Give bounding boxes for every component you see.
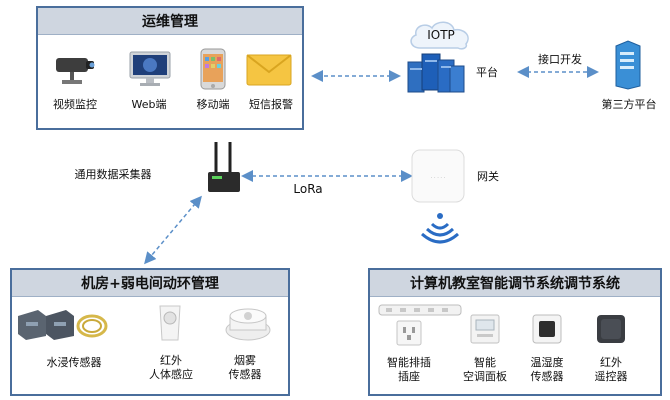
ops-item-web: Web端 <box>131 98 167 111</box>
ops-item-video: 视频监控 <box>53 98 97 111</box>
arrow-collector-machineroom <box>144 195 202 265</box>
classroom-item-ac: 智能 空调面板 <box>463 356 507 383</box>
ops-item-sms: 短信报警 <box>249 98 293 111</box>
humidity-sensor-icon <box>532 314 562 344</box>
machine-room-panel: 机房+弱电间动环管理 水浸传感器 红外 人体感应 烟雾 传感器 <box>10 268 290 396</box>
svg-text:· · · · ·: · · · · · <box>431 175 446 181</box>
machine-room-title: 机房+弱电间动环管理 <box>12 270 288 297</box>
classroom-title: 计算机教室智能调节系统调节系统 <box>370 270 660 297</box>
ops-management-panel: 运维管理 视频监控 Web端 移动端 短信报警 <box>36 6 304 130</box>
classroom-panel: 计算机教室智能调节系统调节系统 智能排插 插座 智能 空调面板 温湿度 传感器 … <box>368 268 662 396</box>
classroom-item-strip: 智能排插 插座 <box>387 356 431 383</box>
data-collector-icon <box>208 142 240 192</box>
ir-remote-icon <box>597 315 625 343</box>
machine-item-infrared: 红外 人体感应 <box>149 354 193 381</box>
collector-label: 通用数据采集器 <box>74 168 152 181</box>
cloud-icon <box>410 21 469 50</box>
wifi-signal-icon <box>421 213 459 244</box>
ops-management-title: 运维管理 <box>38 8 302 35</box>
interface-dev-label: 接口开发 <box>538 53 582 66</box>
platform-label: 平台 <box>476 66 498 79</box>
socket-icon <box>396 320 422 346</box>
machine-item-smoke: 烟雾 传感器 <box>228 354 262 381</box>
water-sensor-icon <box>18 310 108 340</box>
third-party-server-icon <box>615 40 641 90</box>
monitor-icon <box>129 51 171 86</box>
ac-panel-icon <box>470 314 500 344</box>
smoke-detector-icon <box>225 308 271 341</box>
lora-label: LoRa <box>293 182 323 196</box>
gateway-icon: · · · · · <box>411 149 465 203</box>
envelope-icon <box>246 54 292 86</box>
classroom-item-humidity: 温湿度 传感器 <box>530 356 564 383</box>
power-strip-icon <box>378 304 462 316</box>
classroom-item-remote: 红外 遥控器 <box>594 356 628 383</box>
gateway-label: 网关 <box>477 170 499 183</box>
cloud-label: IOTP <box>427 28 455 42</box>
third-party-label: 第三方平台 <box>601 98 657 111</box>
infrared-sensor-icon <box>159 305 181 341</box>
machine-item-water: 水浸传感器 <box>46 356 102 369</box>
server-cluster-icon <box>407 53 465 93</box>
ops-item-mobile: 移动端 <box>196 98 230 111</box>
phone-icon <box>200 48 226 90</box>
camera-icon <box>56 58 95 84</box>
